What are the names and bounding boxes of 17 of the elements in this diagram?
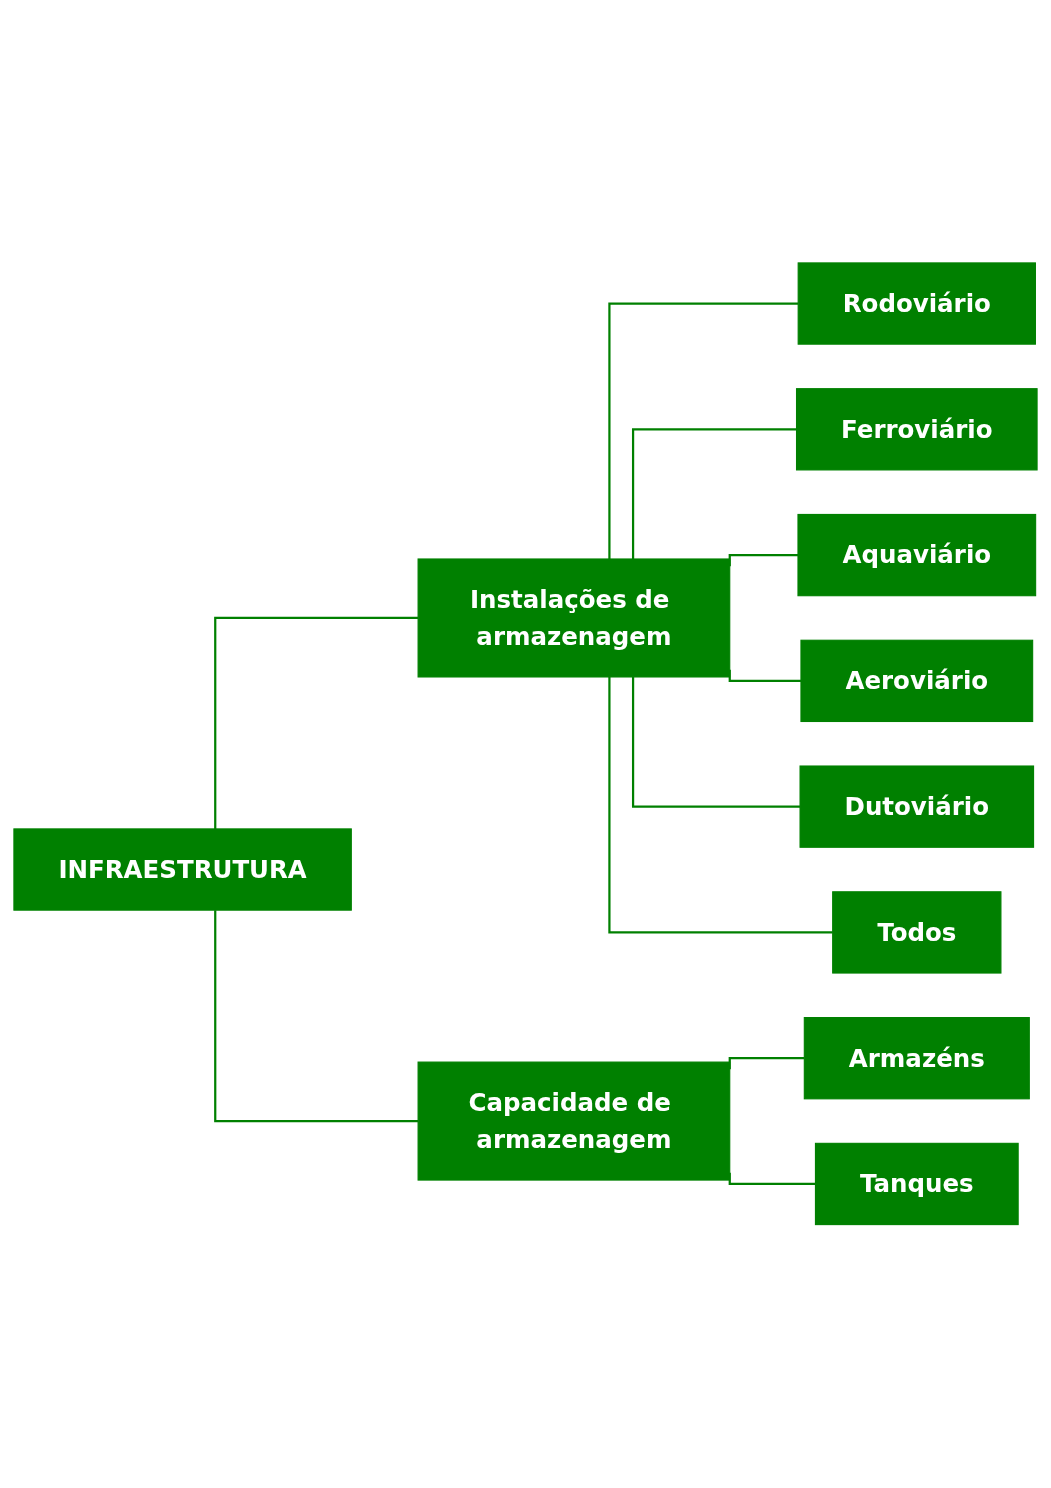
connector [608,677,833,934]
node-box: Tanques [814,1143,1019,1226]
node-box: Armazéns [803,1017,1030,1100]
node-box: Instalações de armazenagem [417,558,731,678]
connector [214,617,419,830]
node-box: Aeroviário [800,639,1034,723]
node-box: Rodoviário [797,262,1036,345]
node-box: Capacidade de armazenagem [417,1061,731,1181]
connector [214,910,419,1123]
node-box: Todos [832,891,1002,974]
node-box: Ferroviário [795,388,1038,471]
connector [608,302,799,560]
connector [631,428,797,560]
node-box: Aquaviário [797,514,1037,597]
connector [631,677,801,808]
node-box: INFRAESTRUTURA [13,828,352,911]
node-box: Dutoviário [799,765,1035,849]
